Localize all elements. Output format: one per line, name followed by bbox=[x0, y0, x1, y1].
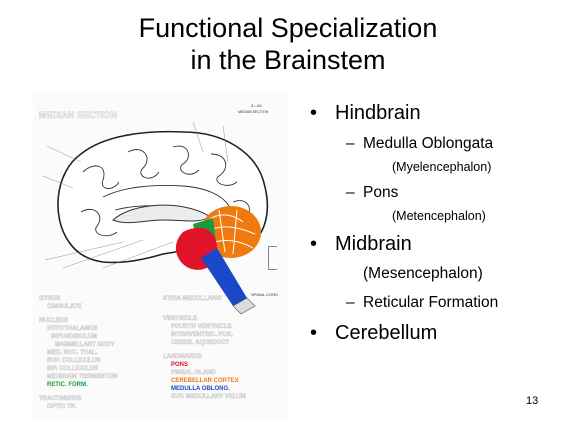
slide-title: Functional Specialization in the Brainst… bbox=[0, 12, 576, 76]
legend-optic-tr: OPTIC TR. bbox=[47, 404, 77, 410]
legend-interventric-for: INTERVENTRIC. FOR. bbox=[171, 332, 233, 338]
bullet-hindbrain-text: Hindbrain bbox=[335, 102, 421, 124]
legend-infundibulum: INFUNDIBULUM bbox=[51, 334, 97, 340]
bullet-list: • Hindbrain – Medulla Oblongata (Myelenc… bbox=[305, 0, 576, 432]
legend-midbrain-tegmentum: MIDBRAIN TEGMENTUM bbox=[47, 374, 117, 380]
bullet-dash: – bbox=[346, 135, 355, 152]
bullet-cerebellum-text: Cerebellum bbox=[335, 322, 438, 344]
brain-diagram: MEDIAN SECTION 3—84 MEDIAN SECTION bbox=[33, 92, 288, 422]
legend-ventricle: VENTRICLE bbox=[163, 316, 197, 322]
legend-stria-medullaris: STRIA MEDULLARIS bbox=[163, 296, 222, 302]
bullet-hindbrain: • Hindbrain bbox=[310, 102, 421, 125]
legend-landmarks: LANDMARKS bbox=[163, 354, 202, 360]
legend-mammillary-body: MAMMILLARY BODY bbox=[55, 342, 115, 348]
sub-bullet-reticular: – Reticular Formation bbox=[346, 294, 499, 312]
medulla-region bbox=[201, 248, 247, 306]
sub-bullet-reticular-text: Reticular Formation bbox=[363, 294, 499, 311]
sub-bullet-medulla: – Medulla Oblongata bbox=[346, 135, 494, 153]
bullet-midbrain-text: Midbrain bbox=[335, 233, 412, 255]
legend-left: GYRUS CINGULATE NUCLEUS HYPOTHALAMUS INF… bbox=[39, 296, 118, 411]
note-myelencephalon: (Myelencephalon) bbox=[392, 160, 492, 174]
bullet-dash: – bbox=[346, 184, 355, 201]
legend-nucleus: NUCLEUS bbox=[39, 318, 68, 324]
bullet-dot: • bbox=[310, 233, 318, 255]
legend-cingulate: CINGULATE bbox=[47, 304, 82, 310]
bullet-cerebellum: • Cerebellum bbox=[310, 322, 438, 345]
brain-median-section-figure: MEDIAN SECTION 3—84 MEDIAN SECTION bbox=[33, 92, 288, 422]
sub-bullet-pons-text: Pons bbox=[363, 184, 399, 201]
legend-gyrus: GYRUS bbox=[39, 296, 60, 302]
legend-inf-colliculus: INF. COLLICULUS bbox=[47, 366, 98, 372]
legend-pineal-gland: PINEAL GLAND bbox=[171, 370, 217, 376]
legend-sup-medullary-velum: SUP. MEDULLARY VELUM bbox=[171, 394, 246, 400]
legend-fourth-ventricle: FOURTH VENTRICLE bbox=[171, 324, 232, 330]
sub-bullet-pons: – Pons bbox=[346, 184, 399, 202]
legend-cereb-aqueduct: CEREB. AQUEDUCT bbox=[171, 340, 229, 346]
legend-hypothalamus: HYPOTHALAMUS bbox=[47, 326, 98, 332]
legend-med-nuc-thal: MED. NUC. THAL. bbox=[47, 350, 98, 356]
page-number: 13 bbox=[526, 395, 539, 407]
bullet-dot: • bbox=[310, 322, 318, 344]
figure-header: MEDIAN SECTION bbox=[39, 110, 117, 120]
legend-pons: PONS bbox=[171, 362, 188, 368]
bullet-dot: • bbox=[310, 102, 318, 124]
corpus-callosum bbox=[112, 204, 210, 224]
bracket-mark bbox=[268, 246, 277, 270]
title-line-1: Functional Specialization bbox=[138, 13, 438, 43]
note-metencephalon: (Metencephalon) bbox=[392, 209, 486, 223]
legend-cerebellar-cortex: CEREBELLAR CORTEX bbox=[171, 378, 239, 384]
legend-sup-colliculus: SUP. COLLICULUS bbox=[47, 358, 101, 364]
legend-right: STRIA MEDULLARIS VENTRICLE FOURTH VENTRI… bbox=[163, 296, 246, 401]
bullet-dash: – bbox=[346, 294, 355, 311]
title-line-2: in the Brainstem bbox=[190, 45, 386, 75]
bullet-midbrain: • Midbrain bbox=[310, 233, 412, 256]
figure-code: 3—84 bbox=[251, 103, 262, 108]
legend-medulla-oblong: MEDULLA OBLONG. bbox=[171, 386, 230, 392]
note-mesencephalon: (Mesencephalon) bbox=[363, 265, 483, 282]
figure-subcode: MEDIAN SECTION bbox=[238, 110, 269, 114]
sub-bullet-medulla-text: Medulla Oblongata bbox=[363, 135, 494, 152]
legend-tract-nerve: TRACT/NERVE bbox=[39, 396, 82, 402]
legend-retic-form: RETIC. FORM. bbox=[47, 382, 88, 388]
spinal-cord-label: SPINAL CORD bbox=[251, 292, 278, 297]
